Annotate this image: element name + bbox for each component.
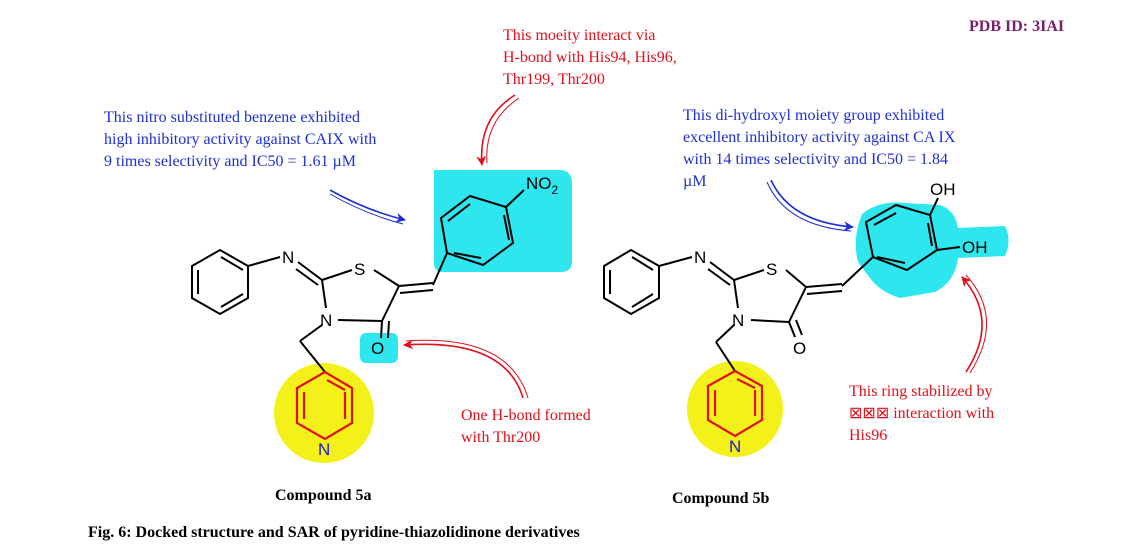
annotation-moiety-hbond: This moeity interact via H-bond with His…: [503, 27, 681, 88]
arrow-moiety-hbond: [476, 94, 516, 166]
compound-5a-title: Compound 5a: [275, 487, 371, 504]
imine-nitrogen-label-5a: N: [282, 248, 294, 267]
annotation-hbond-thr200: One H-bond formed with Thr200: [461, 407, 595, 446]
ring-nitrogen-label-5a: N: [320, 311, 332, 330]
carbonyl-oxygen-label-5b: O: [793, 339, 806, 358]
pyridine-nitrogen-label-5a: N: [318, 440, 330, 459]
compound-5b-title: Compound 5b: [672, 490, 769, 507]
annotation-nitro-benzene: This nitro substituted benzene exhibited…: [104, 109, 380, 170]
figure-caption: Fig. 6: Docked structure and SAR of pyri…: [88, 524, 580, 541]
arrow-ring-stabilized: [961, 276, 983, 373]
compound-5b-structure: N S N O OH OH N: [603, 180, 1009, 457]
arrow-nitro-benzene: [329, 189, 406, 223]
annotation-dihydroxyl: This di-hydroxyl moiety group exhibited …: [683, 107, 959, 190]
pyridine-nitrogen-label-5b: N: [729, 437, 741, 456]
hydroxyl-side-label: OH: [962, 238, 988, 257]
annotation-ring-stabilized: This ring stabilized by ⊠⊠⊠ interaction …: [849, 383, 998, 444]
imine-nitrogen-label-5b: N: [694, 248, 706, 267]
arrow-hbond-thr200: [403, 339, 524, 399]
sulfur-label-5b: S: [766, 260, 777, 279]
ring-nitrogen-label-5b: N: [732, 311, 744, 330]
carbonyl-highlight: [360, 333, 398, 363]
carbonyl-oxygen-label-5a: O: [371, 339, 384, 358]
sulfur-label-5a: S: [354, 260, 365, 279]
pdb-id-label: PDB ID: 3IAI: [969, 18, 1064, 35]
nitrophenyl-highlight: [434, 170, 572, 272]
compound-5a-structure: N S N O NO2 N: [191, 170, 572, 463]
nitro-group-label: NO2: [526, 174, 559, 197]
arrow-dihydroxyl: [770, 179, 854, 232]
hydroxyl-top-label: OH: [930, 180, 956, 199]
dihydroxyphenyl-highlight: [855, 202, 1009, 298]
